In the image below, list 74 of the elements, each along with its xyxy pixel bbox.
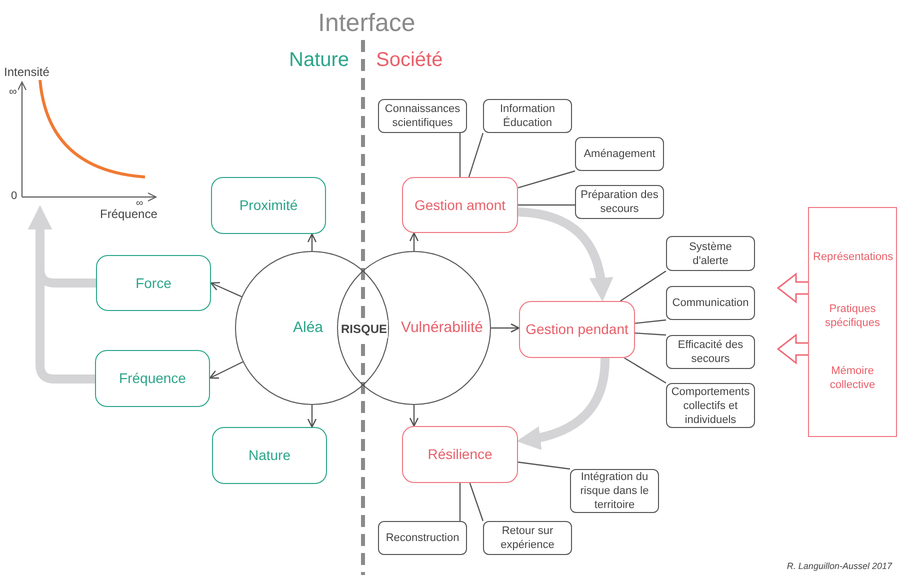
arrow (210, 282, 242, 298)
connector-line (634, 319, 666, 324)
hazard-factor-box (211, 177, 326, 234)
node-label: Gestion amont (414, 196, 506, 214)
node-label: Système d'alerte (688, 240, 733, 268)
overlap-label: RISQUE (340, 320, 388, 338)
diagram-title: Interface (318, 8, 416, 38)
flow-arrow (28, 205, 95, 384)
hollow-arrow (776, 333, 809, 365)
node-label: Efficacité des secours (676, 338, 744, 366)
credit-text: R. Languillon-Aussel 2017 (786, 560, 892, 573)
sub-item-box (483, 521, 572, 555)
node-label: Intégration du risque dans le territoire (579, 470, 650, 512)
connector-line (620, 270, 666, 302)
hazard-factor-box (96, 255, 211, 311)
panel-text: Pratiques spécifiques (824, 302, 882, 330)
node-label: Préparation des secours (580, 188, 659, 216)
panel-text: Représentations (812, 250, 894, 264)
arrow (409, 232, 419, 251)
node-label: Information Éducation (498, 102, 556, 130)
node-label: Proximité (239, 196, 298, 215)
flow-arrow (518, 208, 613, 302)
connector-line (634, 332, 666, 336)
sub-item-box (666, 335, 755, 369)
node-label: Communication (672, 296, 749, 310)
panel-text: Mémoire collective (828, 364, 876, 392)
sub-item-box (570, 469, 659, 513)
connector-line (518, 204, 575, 206)
node-label: Fréquence (119, 369, 186, 388)
node-label: Reconstruction (386, 531, 460, 545)
node-label: Connaissances scientifiques (384, 102, 462, 130)
connector-line (518, 462, 570, 470)
sub-item-box (575, 185, 664, 219)
text-label: 0 (11, 189, 18, 204)
sub-item-box (378, 99, 467, 133)
text-label: Fréquence (100, 206, 158, 223)
connector-line (518, 170, 576, 188)
text-label: Nature (289, 48, 350, 73)
connector-line (624, 357, 666, 384)
management-phase-box (402, 426, 518, 483)
text-label: Intensité (4, 64, 50, 81)
hazard-factor-box (95, 350, 210, 407)
flow-arrow (516, 358, 610, 450)
arrow (307, 233, 317, 251)
sub-item-box (378, 521, 467, 555)
node-label: Résilience (428, 445, 492, 464)
culture-panel (808, 207, 897, 437)
sub-item-box (575, 137, 664, 171)
connector-line (459, 483, 461, 521)
connector-line (468, 132, 484, 178)
arrow (307, 405, 317, 428)
text-label: ∞ (9, 85, 17, 100)
text-label: Société (376, 48, 443, 73)
node-label: Comportements collectifs et individuels (671, 384, 750, 426)
sub-item-box (666, 236, 755, 271)
node-label: Vulnérabilité (401, 318, 483, 338)
node-label: Nature (248, 446, 291, 465)
management-phase-box (519, 301, 635, 358)
sub-item-box (666, 286, 755, 320)
text-label: ∞ (136, 197, 144, 209)
management-phase-box (402, 177, 518, 233)
arrow (209, 361, 244, 379)
arrow (409, 405, 419, 427)
node-label: Force (136, 274, 172, 292)
node-label: Gestion pendant (526, 320, 628, 339)
hazard-factor-box (212, 427, 327, 484)
connector-line (469, 482, 484, 522)
node-label: Retour sur expérience (500, 524, 556, 552)
node-label: Aménagement (584, 147, 656, 161)
hollow-arrow (776, 272, 809, 304)
node-label: Aléa (292, 318, 324, 338)
connector-line (459, 133, 461, 177)
arrow (491, 323, 520, 333)
sub-item-box (483, 99, 572, 133)
